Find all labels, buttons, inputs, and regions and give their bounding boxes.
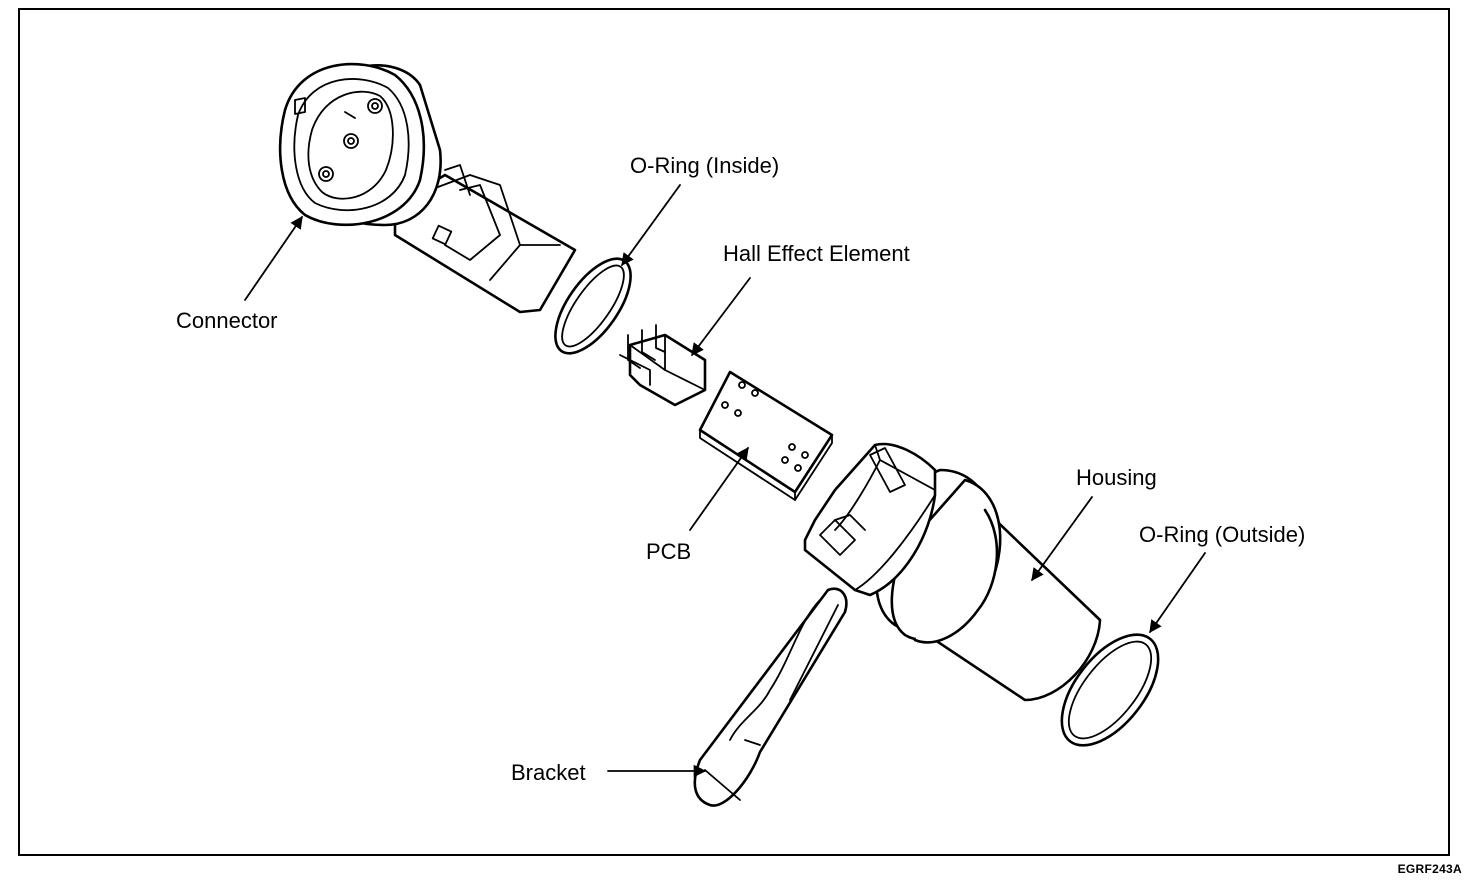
connector-leader bbox=[244, 215, 303, 301]
oring-inside-leader bbox=[621, 184, 681, 267]
oring-outside-part bbox=[1060, 633, 1160, 747]
bracket-part bbox=[693, 587, 848, 807]
hall-effect-part bbox=[619, 324, 707, 407]
hall-effect-label: Hall Effect Element bbox=[723, 241, 910, 266]
connector-part bbox=[278, 62, 577, 314]
pcb-part bbox=[698, 370, 834, 501]
pcb-label: PCB bbox=[646, 539, 692, 564]
connector-label: Connector bbox=[176, 308, 278, 333]
oring-outside-leader bbox=[1149, 552, 1206, 634]
pcb-leader bbox=[689, 446, 749, 531]
hall-effect-leader bbox=[691, 277, 751, 357]
bracket-label: Bracket bbox=[511, 760, 586, 785]
housing-leader bbox=[1031, 496, 1093, 582]
oring-outside-label: O-Ring (Outside) bbox=[1139, 522, 1306, 547]
figure-code: EGRF243A bbox=[1397, 862, 1462, 876]
oring-inside-label: O-Ring (Inside) bbox=[630, 153, 780, 178]
leader-lines bbox=[244, 184, 1206, 778]
housing-label: Housing bbox=[1076, 465, 1157, 490]
housing-part bbox=[803, 442, 1102, 702]
diagram-frame bbox=[18, 8, 1450, 856]
